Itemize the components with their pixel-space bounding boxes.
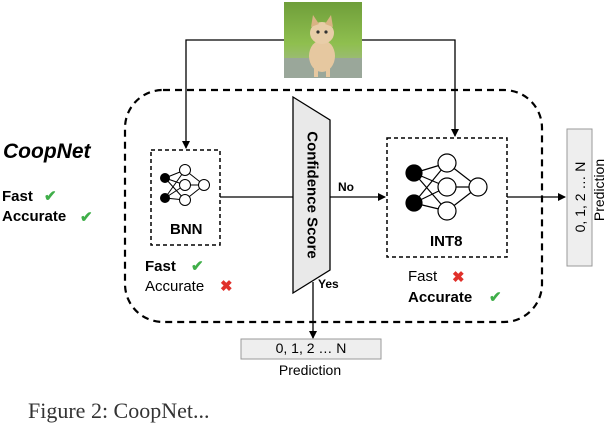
int8-fast-label: Fast (408, 268, 438, 285)
left-accurate-label: Accurate (2, 208, 67, 225)
coopnet-container (123, 88, 544, 324)
coopnet-title: CoopNet (3, 140, 91, 163)
cat-photo-icon (284, 2, 362, 78)
confidence-score-block (292, 95, 331, 295)
prediction-right-label: Prediction (591, 158, 607, 222)
left-fast-label: Fast (2, 188, 33, 205)
int8-box (386, 137, 508, 258)
bnn-fast-label: Fast (145, 258, 176, 275)
prediction-bottom-label: Prediction (278, 362, 342, 378)
check-icon: ✔ (44, 188, 57, 205)
check-icon: ✔ (191, 258, 204, 275)
image-to-bnn-arrow (182, 39, 284, 149)
int8-accurate-label: Accurate (408, 289, 473, 306)
bnn-network-icon (160, 164, 210, 206)
prediction-right-value: 0, 1, 2 … N (572, 161, 588, 233)
prediction-bottom-box (240, 338, 382, 360)
no-label: No (338, 180, 354, 194)
cross-icon: ✖ (220, 278, 233, 295)
prediction-right-box (566, 128, 593, 267)
bnn-label: BNN (170, 221, 203, 238)
image-to-int8-arrow (362, 39, 459, 137)
figure-caption: Figure 2: CoopNet... (28, 398, 210, 423)
yes-label: Yes (318, 277, 339, 291)
bnn-box (150, 149, 221, 246)
cross-icon: ✖ (452, 269, 465, 286)
prediction-bottom-value: 0, 1, 2 … N (275, 340, 347, 356)
int8-network-icon (405, 153, 488, 221)
confidence-score-label: Confidence Score (303, 131, 321, 259)
diagram-canvas (123, 2, 593, 360)
check-icon: ✔ (80, 209, 93, 226)
bnn-accurate-label: Accurate (145, 278, 205, 295)
check-icon: ✔ (489, 289, 502, 306)
int8-label: INT8 (430, 233, 463, 250)
